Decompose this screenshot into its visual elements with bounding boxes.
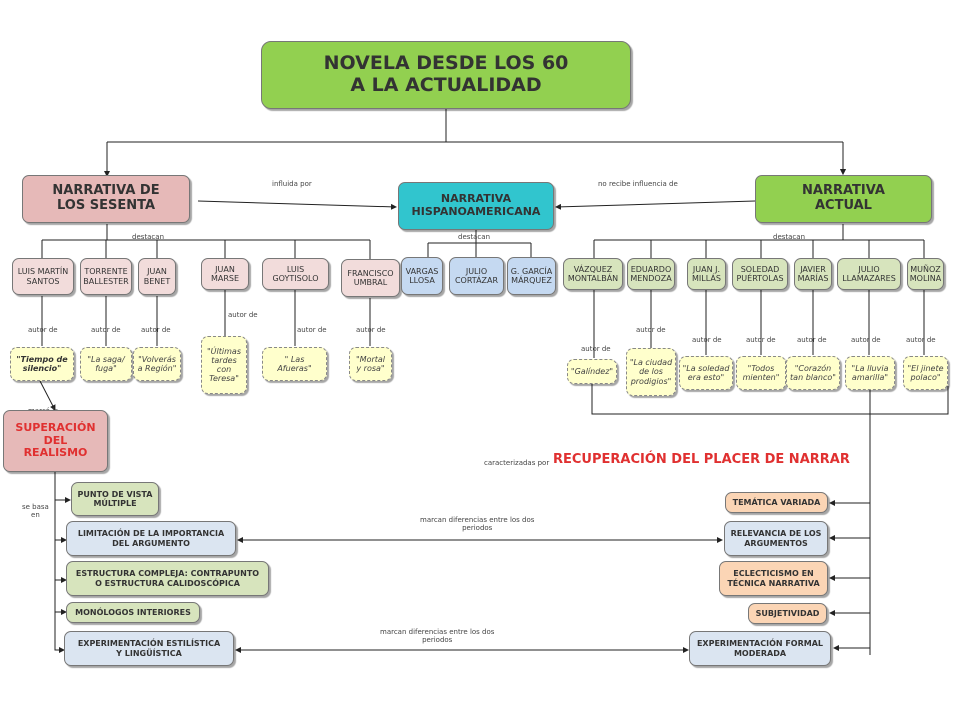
actual-node: NARRATIVA ACTUAL [755,175,932,223]
work-node: " Las Afueras" [262,347,327,381]
author-node: JULIO CORTÁZAR [449,257,504,295]
link-destacan-hispano: destacan [458,233,491,241]
link-autor-de: autor de [141,326,171,334]
recuperacion-heading: RECUPERACIÓN DEL PLACER DE NARRAR [553,452,850,467]
author-node: G. GARCÍA MÁRQUEZ [507,257,556,295]
link-marcan-diferencias: marcan diferencias entre los dos periodo… [420,516,535,533]
work-node: "Galíndez" [567,359,617,384]
author-node: VÁZQUEZ MONTALBÁN [563,258,623,290]
feature-node: MONÓLOGOS INTERIORES [66,602,200,623]
author-node: JUAN BENET [138,258,176,295]
link-destacan-actual: destacan [773,233,806,241]
feature-node: EXPERIMENTACIÓN FORMAL MODERADA [689,631,831,666]
feature-node: SUBJETIVIDAD [748,603,827,624]
work-node: "Últimas tardes con Teresa" [201,336,247,394]
link-autor-de: autor de [636,326,666,334]
work-node: "El jinete polaco" [903,356,948,390]
feature-node: RELEVANCIA DE LOS ARGUMENTOS [724,521,828,556]
author-node: TORRENTE BALLESTER [80,258,132,295]
work-node: "Volverás a Región" [133,347,181,381]
link-autor-de: autor de [906,336,936,344]
link-autor-de: autor de [581,345,611,353]
work-node: "La ciudad de los prodigios" [626,348,676,396]
work-node: "La saga/ fuga" [80,347,132,381]
link-no-recibe: no recibe influencia de [598,180,678,188]
author-node: LUIS GOYTISOLO [262,258,329,290]
link-destacan-sixties: destacan [132,233,165,241]
link-marcan-diferencias: marcan diferencias entre los dos periodo… [380,628,495,645]
feature-node: EXPERIMENTACIÓN ESTILÍSTICA Y LINGÜÍSTIC… [64,631,234,666]
work-node: "Todos mienten" [736,356,786,390]
link-autor-de: autor de [692,336,722,344]
author-node: JULIO LLAMAZARES [837,258,901,290]
feature-node: LIMITACIÓN DE LA IMPORTANCIA DEL ARGUMEN… [66,521,236,556]
author-node: LUIS MARTÍN SANTOS [12,258,74,295]
link-autor-de: autor de [851,336,881,344]
sixties-node: NARRATIVA DE LOS SESENTA [22,175,190,223]
feature-node: ECLECTICISMO EN TÉCNICA NARRATIVA [719,561,828,596]
link-autor-de: autor de [746,336,776,344]
link-autor-de: autor de [91,326,121,334]
work-node: "Mortal y rosa" [349,347,392,381]
link-autor-de: autor de [297,326,327,334]
work-node: "La lluvia amarilla" [845,356,895,390]
author-node: FRANCISCO UMBRAL [341,259,400,297]
feature-node: TEMÁTICA VARIADA [725,492,828,513]
author-node: MUÑOZ MOLINA [907,258,944,290]
feature-node: ESTRUCTURA COMPLEJA: CONTRAPUNTO O ESTRU… [66,561,269,596]
author-node: SOLEDAD PUÉRTOLAS [732,258,788,290]
superacion-node: SUPERACIÓN DEL REALISMO [3,410,108,472]
link-autor-de: autor de [28,326,58,334]
hispano-node: NARRATIVA HISPANOAMERICANA [398,182,554,230]
feature-node: PUNTO DE VISTA MÚLTIPLE [71,482,159,516]
link-influida: influida por [272,180,312,188]
author-node: JAVIER MARÍAS [794,258,832,290]
link-caracterizadas: caracterizadas por [484,459,550,467]
author-node: VARGAS LLOSA [401,257,443,295]
author-node: JUAN J. MILLÁS [687,258,726,290]
author-node: EDUARDO MENDOZA [627,258,675,290]
work-node: "Tiempo de silencio" [10,347,74,381]
link-autor-de: autor de [356,326,386,334]
link-autor-de: autor de [228,311,258,319]
work-node: "Corazón tan blanco" [786,356,840,390]
link-autor-de: autor de [797,336,827,344]
link-se-basa: se basa en [22,503,49,520]
work-node: "La soledad era esto" [679,356,733,390]
title-node: NOVELA DESDE LOS 60 A LA ACTUALIDAD [261,41,631,109]
author-node: JUAN MARSE [201,258,249,290]
